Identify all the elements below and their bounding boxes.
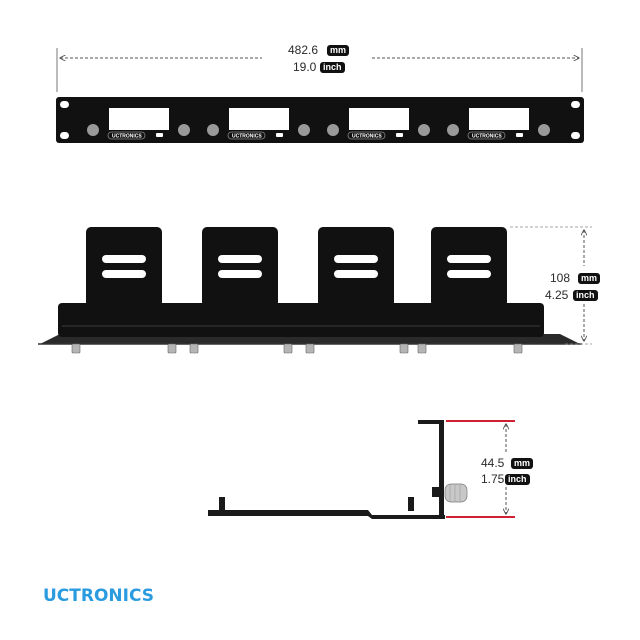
screw-hole — [418, 124, 430, 136]
label-plate-text: UCTRONICS — [112, 134, 142, 140]
bracket-3 — [318, 227, 394, 307]
led-window — [276, 133, 283, 137]
bracket-slot — [218, 255, 262, 263]
rack-height-mm-value: 44.5 — [481, 456, 505, 470]
bracket-slot — [447, 270, 491, 278]
side-thumb-screw-knob — [444, 483, 468, 503]
screw-hole — [538, 124, 550, 136]
brand-logo: UCTRONICS — [43, 586, 155, 606]
height-inch-unit: inch — [573, 290, 598, 301]
width-inch-value: 19.0 — [293, 60, 317, 74]
bracket-slot — [334, 270, 378, 278]
bracket-slot — [447, 255, 491, 263]
screw-hole — [178, 124, 190, 136]
port-cutout-4 — [469, 108, 529, 130]
side-post-left — [219, 497, 225, 511]
width-mm-value: 482.6 — [288, 43, 319, 57]
screw-hole — [447, 124, 459, 136]
side-front-plate — [439, 420, 444, 519]
side-top-lip — [418, 420, 444, 424]
side-thumb-screw-shaft — [432, 487, 440, 497]
screw-hole — [207, 124, 219, 136]
port-cutout-1 — [109, 108, 169, 130]
port-cutout-2 — [229, 108, 289, 130]
rack-height-mm-unit: mm — [511, 458, 534, 469]
label-plate-text: UCTRONICS — [232, 134, 262, 140]
top-view — [38, 226, 592, 354]
width-inch-unit: inch — [320, 62, 345, 73]
mount-slot-left-top — [60, 101, 69, 108]
side-view — [208, 420, 515, 519]
label-plate-text: UCTRONICS — [472, 134, 502, 140]
bracket-slot — [102, 270, 146, 278]
width-mm-unit: mm — [327, 45, 350, 56]
rack-height-inch-unit: inch — [505, 474, 530, 485]
base-plate — [58, 303, 544, 337]
label-plate-text: UCTRONICS — [352, 134, 382, 140]
bracket-slot — [218, 270, 262, 278]
led-window — [516, 133, 523, 137]
bracket-slot — [102, 255, 146, 263]
height-inch-value: 4.25 — [545, 288, 569, 302]
height-mm-unit: mm — [578, 273, 601, 284]
rack-height-inch-value: 1.75 — [481, 472, 505, 486]
mount-slot-left-bottom — [60, 132, 69, 139]
label-plate-4 — [467, 131, 506, 140]
label-plate-3 — [347, 131, 386, 140]
led-window — [396, 133, 403, 137]
height-mm-value: 108 — [550, 271, 571, 285]
label-plate-1 — [107, 131, 146, 140]
mount-slot-right-top — [571, 101, 580, 108]
mount-slot-right-bottom — [571, 132, 580, 139]
screw-hole — [298, 124, 310, 136]
front-view: UCTRONICS UCTRONICS UCTRONICS UCTRONICS — [56, 48, 584, 143]
bracket-4 — [431, 227, 507, 307]
thumb-screws — [71, 343, 523, 354]
side-post-right — [408, 497, 414, 511]
screw-hole — [87, 124, 99, 136]
led-window — [156, 133, 163, 137]
port-cutout-3 — [349, 108, 409, 130]
bracket-slot — [334, 255, 378, 263]
side-base — [208, 510, 445, 519]
screw-hole — [327, 124, 339, 136]
bracket-2 — [202, 227, 278, 307]
label-plate-2 — [227, 131, 266, 140]
bracket-1 — [86, 227, 162, 307]
